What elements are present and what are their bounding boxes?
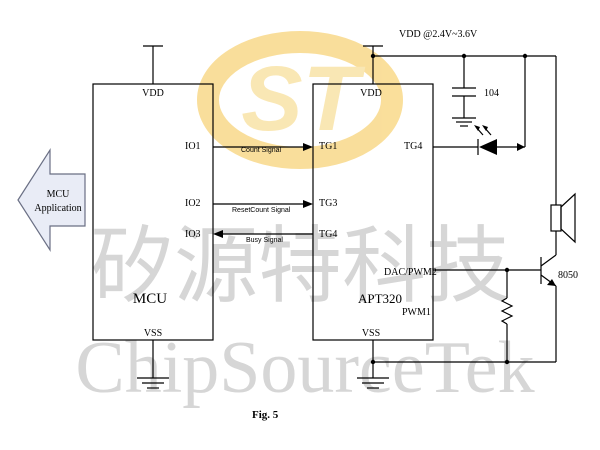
mcu-io3-label: IO3 <box>185 229 201 240</box>
reset-signal-label: ResetCount Signal <box>232 207 291 214</box>
apt-tg4-right-label: TG4 <box>404 141 422 152</box>
mcu-io2-label: IO2 <box>185 198 201 209</box>
mcu-name: MCU <box>133 291 167 307</box>
count-signal-label: Count Signal <box>241 147 282 154</box>
apt-dac-label: DAC/PWM2 <box>384 267 437 278</box>
transistor-label: 8050 <box>558 270 578 281</box>
apt-vss-label: VSS <box>362 328 380 339</box>
busy-signal-label: Busy Signal <box>246 237 283 244</box>
apt-tg3-label: TG3 <box>319 198 337 209</box>
watermark-english: ChipSourceTek <box>75 327 534 409</box>
apt-tg4-left-label: TG4 <box>319 229 337 240</box>
watermark-logo-text: ST <box>241 48 365 150</box>
mcu-vdd-label: VDD <box>142 88 164 99</box>
apt-name: APT320 <box>358 291 402 306</box>
led-indicator <box>433 56 526 155</box>
watermark-chinese: 矽源特科技 <box>90 217 510 315</box>
mcu-ground-symbol <box>137 340 169 389</box>
mcu-vss-label: VSS <box>144 328 162 339</box>
supply-label: VDD @2.4V~3.6V <box>399 29 478 40</box>
mcu-app-line2: Application <box>34 203 81 214</box>
reset-count-signal: ResetCount Signal <box>213 200 313 214</box>
mcu-application-arrow: MCU Application <box>17 147 86 253</box>
capacitor-104: 104 <box>452 56 499 127</box>
mcu-io1-label: IO1 <box>185 141 201 152</box>
count-signal: Count Signal <box>213 143 313 154</box>
watermark-logo: ST <box>197 31 403 169</box>
dac-output-network <box>433 267 541 365</box>
capacitor-label: 104 <box>484 88 499 99</box>
apt-tg1-label: TG1 <box>319 141 337 152</box>
busy-signal: Busy Signal <box>213 230 313 244</box>
apt-vdd-label: VDD <box>360 88 382 99</box>
speaker <box>550 192 576 255</box>
apt-ground-symbol <box>357 340 389 389</box>
mcu-app-line1: MCU <box>47 189 71 200</box>
figure-caption: Fig. 5 <box>252 409 279 421</box>
apt-pwm1-label: PWM1 <box>402 307 431 318</box>
transistor-8050: 8050 <box>540 254 578 362</box>
